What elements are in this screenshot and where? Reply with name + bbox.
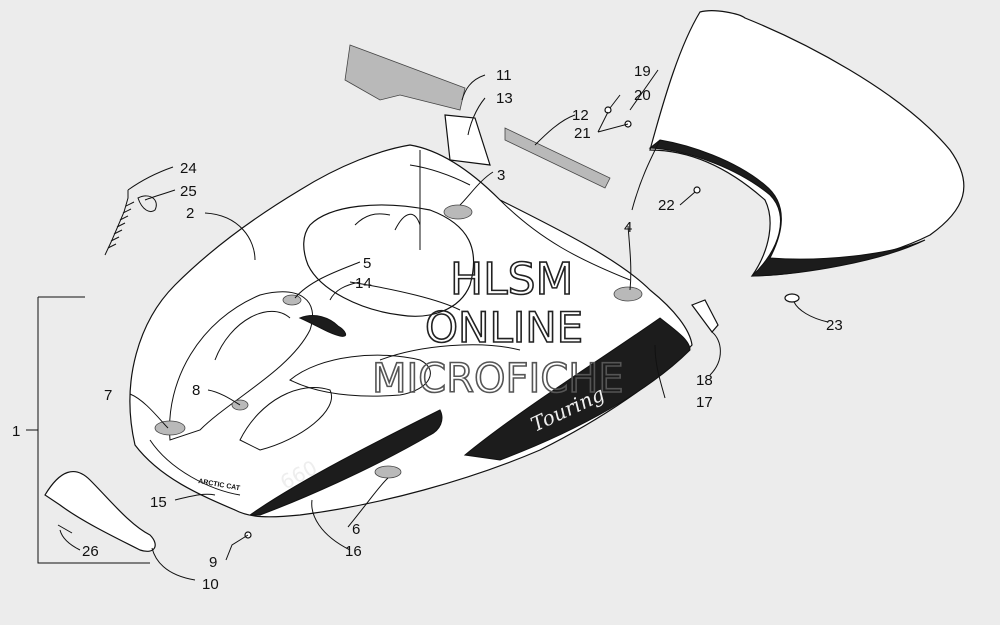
top-decals xyxy=(344,44,611,189)
callout-4: 4 xyxy=(624,219,632,236)
watermark-line-1: HLSM xyxy=(450,254,574,305)
callout-12: 12 xyxy=(572,107,589,124)
callout-9: 9 xyxy=(209,554,217,571)
callout-21: 21 xyxy=(574,125,591,142)
callout-19: 19 xyxy=(634,63,651,80)
callout-5: 5 xyxy=(363,255,371,272)
callout-26: 26 xyxy=(82,543,99,560)
callout-8: 8 xyxy=(192,382,200,399)
callout-11: 11 xyxy=(496,67,512,84)
callout-labels: 1 2 3 4 5 6 7 8 9 10 11 12 13 14 15 16 1… xyxy=(12,63,843,593)
watermark-line-2: ONLINE xyxy=(425,303,583,352)
washer-22 xyxy=(693,186,701,194)
callout-22: 22 xyxy=(658,197,675,214)
callout-3: 3 xyxy=(497,167,505,184)
callout-7: 7 xyxy=(104,387,112,404)
decal-11 xyxy=(344,44,466,111)
grommet-23 xyxy=(784,293,800,303)
windshield xyxy=(631,10,965,277)
lower-trim-10 xyxy=(44,471,156,552)
callout-25: 25 xyxy=(180,183,197,200)
small-parts xyxy=(44,106,800,552)
callout-18: 18 xyxy=(696,372,713,389)
leader-lines xyxy=(26,69,829,581)
callout-2: 2 xyxy=(186,205,194,222)
watermark: HLSM ONLINE MICROFICHE xyxy=(371,253,624,403)
callout-17: 17 xyxy=(696,394,713,411)
decal-13 xyxy=(444,114,491,166)
callout-15: 15 xyxy=(150,494,167,511)
callout-24: 24 xyxy=(180,160,197,177)
reflector-6 xyxy=(374,465,402,479)
reflector-3 xyxy=(443,204,473,220)
spring-24 xyxy=(104,190,129,256)
callout-16: 16 xyxy=(345,543,362,560)
callout-1: 1 xyxy=(12,423,20,440)
reflector-7 xyxy=(154,420,186,436)
screw-26 xyxy=(57,524,73,534)
clip-18 xyxy=(691,299,719,333)
reflector-4 xyxy=(613,286,643,302)
hood: Touring 660 ARCTIC CAT xyxy=(129,144,693,518)
callout-13: 13 xyxy=(496,90,513,107)
callout-10: 10 xyxy=(202,576,219,593)
clip-25 xyxy=(137,195,157,212)
callout-20: 20 xyxy=(634,87,651,104)
reflector-5 xyxy=(282,294,302,306)
callout-23: 23 xyxy=(826,317,843,334)
decal-12 xyxy=(504,127,611,189)
watermark-line-3: MICROFICHE xyxy=(372,356,624,402)
callout-6: 6 xyxy=(352,521,360,538)
callout-14: 14 xyxy=(355,275,372,292)
